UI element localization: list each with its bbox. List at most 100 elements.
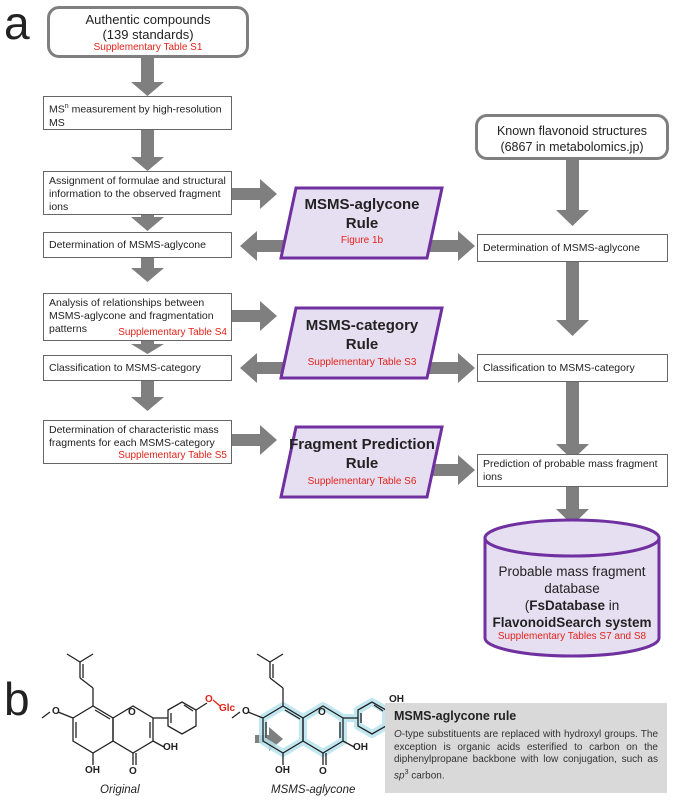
- classification-right-text: Classification to MSMS-category: [483, 362, 635, 374]
- determination-right-box: Determination of MSMS-aglycone: [477, 234, 668, 262]
- msn-measurement-box: MSn measurement by high-resolution MS: [43, 96, 232, 130]
- panel-letter-b: b: [4, 673, 30, 725]
- analysis-ref: Supplementary Table S4: [118, 327, 227, 338]
- authentic-line2: (139 standards): [102, 27, 194, 42]
- database-line1: Probable mass fragment: [498, 564, 646, 579]
- note-body1: -type substituents are replaced with hyd…: [394, 729, 658, 765]
- rule-aglycone-title2: Rule: [345, 215, 379, 232]
- determination-right-text: Determination of MSMS-aglycone: [483, 242, 640, 254]
- msn-prefix: MS: [49, 103, 65, 116]
- rule-aglycone-title1: MSMS-aglycone: [304, 196, 420, 213]
- arrow-down-r1: [556, 158, 589, 226]
- arrow-down-5: [131, 340, 164, 354]
- arrow-down-r4: [556, 487, 589, 525]
- characteristic-mass-text: Determination of characteristic mass fra…: [49, 424, 219, 449]
- prediction-text: Prediction of probable mass fragment ion…: [483, 458, 658, 483]
- known-structures-box: Known flavonoid structures (6867 in meta…: [475, 114, 669, 160]
- agly-ome-o: O: [242, 706, 250, 717]
- database-line3-bold: FsDatabase: [529, 598, 606, 613]
- rule-fragment-title2: Rule: [345, 455, 379, 472]
- database-cylinder: [483, 518, 661, 658]
- rule-parallelogram-1: [279, 186, 444, 260]
- orig-5-oh: OH: [85, 765, 100, 776]
- characteristic-mass-ref: Supplementary Table S5: [118, 450, 227, 461]
- original-molecule: [41, 653, 221, 765]
- arrow-right-analysis: [232, 301, 277, 331]
- authentic-line1: Authentic compounds: [85, 12, 211, 27]
- note-italic-o: O: [394, 729, 402, 740]
- analysis-box: Analysis of relationships between MSMS-a…: [43, 293, 232, 341]
- database-line3-post: in: [605, 598, 620, 613]
- rule-category-title1: MSMS-category: [305, 317, 419, 334]
- arrow-right-det: [418, 231, 475, 261]
- left-column-arrows: [131, 55, 164, 411]
- rule-category-ref: Supplementary Table S3: [307, 357, 417, 368]
- classification-right-box: Classification to MSMS-category: [477, 354, 668, 382]
- arrow-down-6: [131, 381, 164, 411]
- panel-letter-a: a: [4, 0, 30, 49]
- arrow-left-det: [240, 231, 297, 261]
- arrow-down-r2: [556, 262, 589, 336]
- database-line2: database: [544, 581, 600, 596]
- characteristic-mass-box: Determination of characteristic mass fra…: [43, 420, 232, 464]
- arrow-right-class: [418, 353, 475, 383]
- orig-3-oh: OH: [163, 742, 178, 753]
- database-line3: (FsDatabase in: [487, 597, 657, 614]
- assignment-text: Assignment of formulae and structural in…: [49, 175, 226, 213]
- known-line1: Known flavonoid structures: [496, 124, 648, 138]
- rule-fragment-ref: Supplementary Table S6: [307, 476, 417, 487]
- orig-glc-o: O: [205, 694, 213, 705]
- classification-left-text: Classification to MSMS-category: [49, 362, 201, 374]
- note-body2: carbon.: [408, 769, 445, 781]
- orig-glc: Glc: [219, 703, 236, 714]
- agly-3-oh: OH: [353, 742, 368, 753]
- rule-fragment-title1: Fragment Prediction: [289, 436, 435, 453]
- classification-left-box: Classification to MSMS-category: [43, 355, 232, 381]
- arrow-down-r3: [556, 382, 589, 460]
- database-line4: FlavonoidSearch system: [492, 615, 652, 630]
- rule-aglycone: MSMS-aglycone Rule Figure 1b: [285, 195, 439, 255]
- authentic-ref: Supplementary Table S1: [93, 42, 203, 53]
- orig-ring-o: O: [128, 707, 136, 718]
- agly-4-o: O: [319, 766, 327, 777]
- note-title: MSMS-aglycone rule: [394, 709, 517, 723]
- note-italic-sp: sp: [394, 769, 405, 781]
- arrow-down-2: [131, 130, 164, 171]
- rule-shapes: [279, 186, 444, 499]
- aglycone-rule-note: MSMS-aglycone rule O-type substituents a…: [385, 703, 667, 793]
- prediction-box: Prediction of probable mass fragment ion…: [477, 454, 668, 487]
- authentic-compounds-box: Authentic compounds (139 standards) Supp…: [47, 6, 249, 58]
- agly-5-oh: OH: [275, 765, 290, 776]
- aglycone-molecule: [231, 653, 394, 765]
- determination-left-box: Determination of MSMS-aglycone: [43, 232, 232, 258]
- arrow-down-4: [131, 258, 164, 282]
- rule-fragment: Fragment Prediction Rule Supplementary T…: [285, 435, 439, 495]
- arrow-right-predict: [418, 455, 475, 485]
- known-line2: (6867 in metabolomics.jp): [500, 140, 644, 154]
- horizontal-arrows: [232, 179, 475, 485]
- note-body: O-type substituents are replaced with hy…: [394, 729, 658, 782]
- rule-category-title2: Rule: [345, 336, 379, 353]
- orig-ome-o: O: [52, 706, 60, 717]
- arrow-down-3: [131, 207, 164, 231]
- arrow-right-assign: [232, 179, 277, 209]
- right-column-arrows: [556, 158, 589, 525]
- analysis-text: Analysis of relationships between MSMS-a…: [49, 297, 214, 335]
- msn-sup: n: [64, 103, 69, 110]
- rule-category: MSMS-category Rule Supplementary Table S…: [285, 316, 439, 376]
- rule-aglycone-ref: Figure 1b: [340, 235, 384, 246]
- database-label: Probable mass fragment database (FsDatab…: [487, 563, 657, 643]
- note-sup3: 3: [404, 768, 409, 776]
- rule-parallelogram-2: [279, 306, 444, 380]
- arrow-left-class: [240, 353, 297, 383]
- rule-parallelogram-3: [279, 425, 444, 499]
- assignment-box: Assignment of formulae and structural in…: [43, 171, 232, 215]
- msn-text: measurement by high-resolution MS: [49, 103, 222, 129]
- arrow-right-charmass: [232, 425, 277, 455]
- original-label: Original: [100, 784, 140, 796]
- orig-4-o: O: [129, 766, 137, 777]
- determination-left-text: Determination of MSMS-aglycone: [49, 239, 206, 251]
- agly-ring-o: O: [318, 707, 326, 718]
- aglycone-label: MSMS-aglycone: [271, 784, 356, 796]
